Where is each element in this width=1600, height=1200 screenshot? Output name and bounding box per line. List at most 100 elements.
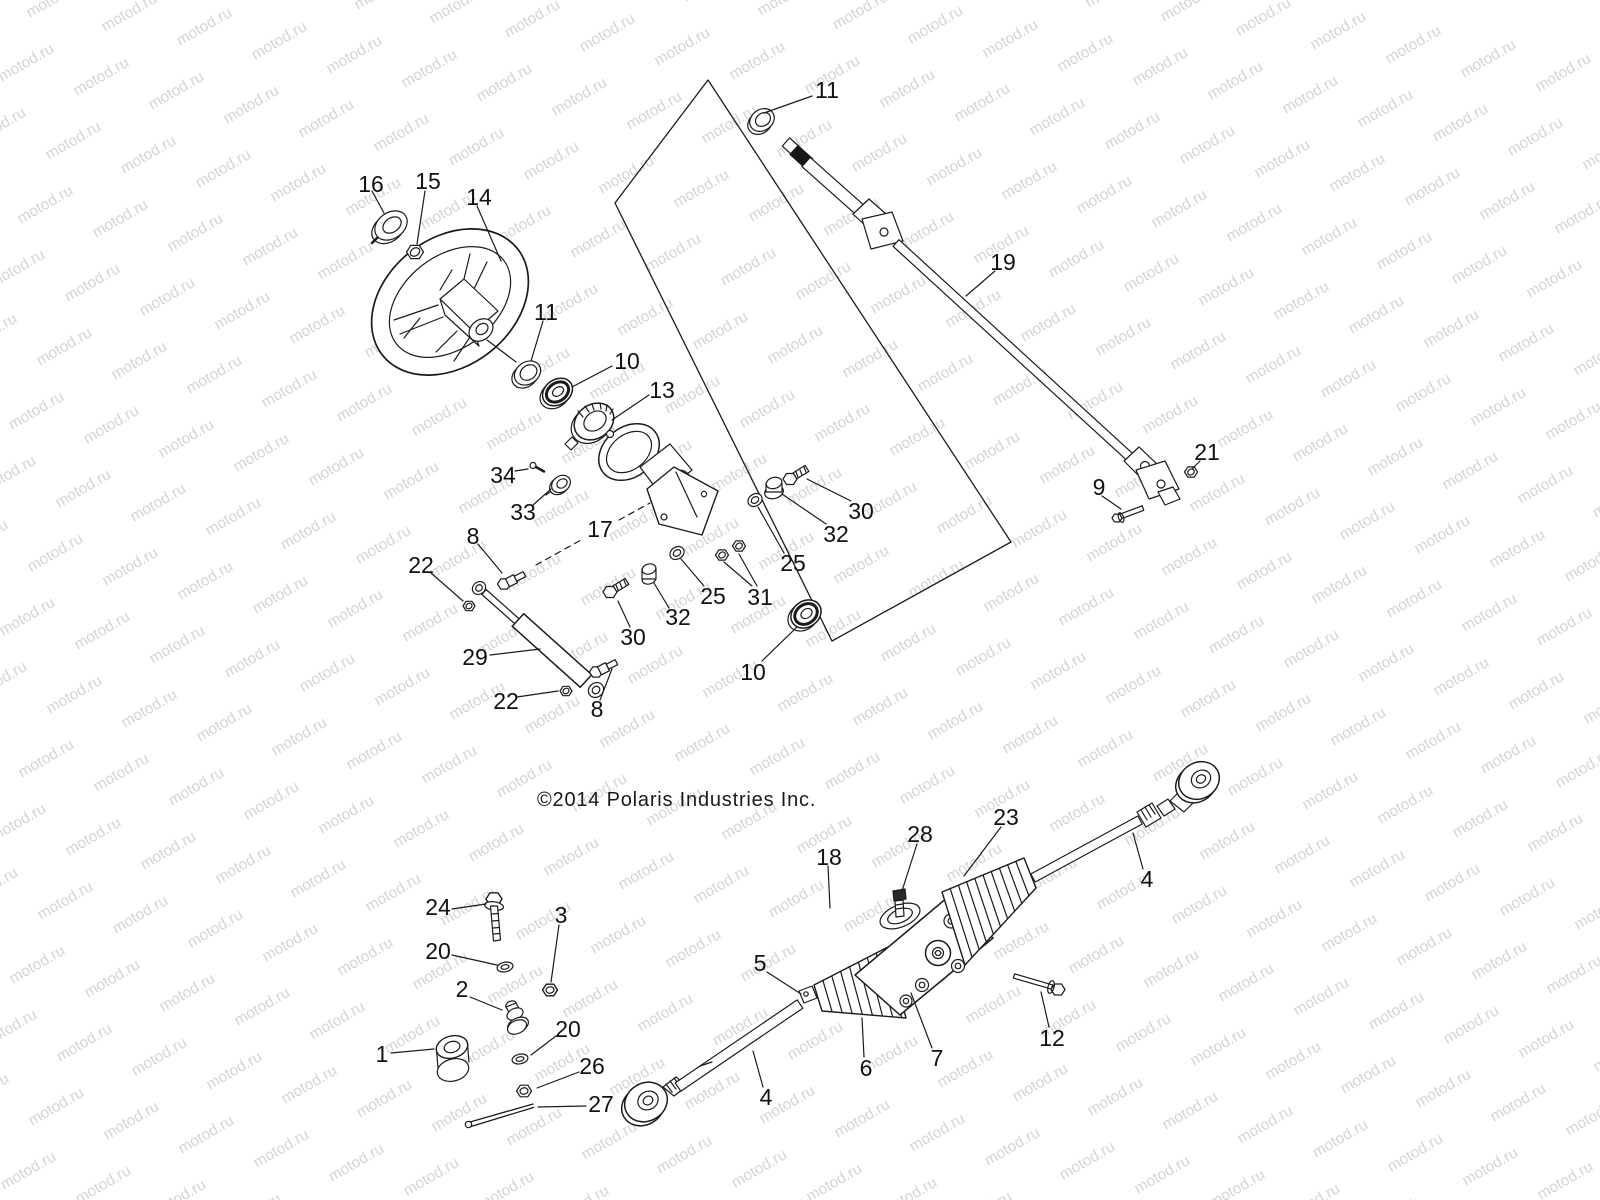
watermark-text: motod.ru (925, 698, 986, 743)
watermark-text: motod.ru (1113, 1010, 1174, 1055)
watermark-text: motod.ru (0, 0, 10, 7)
watermark-text: motod.ru (363, 870, 424, 915)
watermark-text: motod.ru (1516, 1016, 1577, 1061)
watermark-text: motod.ru (1487, 526, 1548, 571)
watermark-text: motod.ru (1422, 860, 1483, 905)
watermark-text: motod.ru (672, 720, 733, 765)
watermark-text: motod.ru (1497, 874, 1558, 919)
watermark-text: motod.ru (25, 530, 86, 575)
watermark-text: motod.ru (747, 734, 808, 779)
watermark-text: motod.ru (146, 68, 207, 113)
watermark-text: motod.ru (1224, 200, 1285, 245)
watermark-text: motod.ru (832, 1096, 893, 1141)
watermark-text: motod.ru (1066, 932, 1127, 977)
watermark-text: motod.ru (934, 492, 995, 537)
part-label-16: 16 (358, 171, 384, 197)
watermark-text: motod.ru (15, 182, 76, 227)
washer-20-lower (511, 1053, 529, 1065)
watermark-text: motod.ru (119, 686, 180, 731)
watermark-text: motod.ru (81, 402, 142, 447)
leader-lines (371, 95, 1201, 1108)
watermark-text: motod.ru (260, 920, 321, 965)
watermark-text: motod.ru (1430, 100, 1491, 145)
watermark-text: motod.ru (868, 272, 929, 317)
part-label-22: 22 (493, 688, 519, 714)
reference-box (614, 79, 1012, 642)
watermark-text: motod.ru (615, 294, 676, 339)
watermark-text: motod.ru (1460, 1144, 1521, 1189)
watermark-text: motod.ru (203, 494, 264, 539)
watermark-text: motod.ru (316, 792, 377, 837)
watermark-text: motod.ru (221, 82, 282, 127)
bearing-10-upper (539, 377, 574, 410)
part-label-4: 4 (1141, 866, 1154, 892)
watermark-text: motod.ru (1158, 0, 1219, 25)
watermark-text: motod.ru (1093, 314, 1154, 359)
watermark-text: motod.ru (240, 224, 301, 269)
watermark-text: motod.ru (381, 458, 442, 503)
watermark-text: motod.ru (541, 834, 602, 879)
watermark-text: motod.ru (1525, 810, 1586, 855)
tie-rod-end-left (620, 1076, 688, 1127)
watermark-text: motod.ru (1505, 114, 1566, 159)
watermark-text: motod.ru (176, 1112, 237, 1157)
watermark-text: motod.ru (288, 856, 349, 901)
nut-22-upper (462, 600, 476, 612)
watermark-text: motod.ru (1403, 718, 1464, 763)
nut-3 (541, 983, 559, 997)
nut-21 (1183, 466, 1199, 478)
watermark-text: motod.ru (1440, 448, 1501, 493)
part-label-19: 19 (990, 249, 1016, 275)
watermark-text: motod.ru (400, 600, 461, 645)
part-label-25: 25 (700, 583, 726, 609)
watermark-text: motod.ru (738, 940, 799, 985)
watermark-text: motod.ru (0, 246, 48, 291)
watermark-text: motod.ru (1431, 654, 1492, 699)
watermark-text: motod.ru (793, 258, 854, 303)
part-label-25: 25 (780, 550, 806, 576)
watermark-text: motod.ru (1206, 612, 1267, 657)
watermark-text: motod.ru (73, 1162, 134, 1200)
watermark-text: motod.ru (1402, 164, 1463, 209)
watermark-text: motod.ru (0, 658, 30, 703)
watermark-text: motod.ru (315, 238, 376, 283)
watermark-text: motod.ru (1300, 768, 1361, 813)
watermark-text: motod.ru (877, 66, 938, 111)
watermark-text: motod.ru (1291, 974, 1352, 1019)
watermark-text: motod.ru (652, 24, 713, 69)
watermark-text: motod.ru (71, 54, 132, 99)
watermark-text: motod.ru (1102, 108, 1163, 153)
watermark-text: motod.ru (766, 876, 827, 921)
watermark-text: motod.ru (82, 956, 143, 1001)
watermark-text: motod.ru (1394, 924, 1455, 969)
watermark-text: motod.ru (147, 622, 208, 667)
watermark-text: motod.ru (16, 736, 77, 781)
watermark-text: motod.ru (1383, 22, 1444, 67)
watermark-text: motod.ru (915, 350, 976, 395)
watermark-text: motod.ru (137, 274, 198, 319)
part-label-15: 15 (415, 168, 441, 194)
watermark-text: motod.ru (1074, 172, 1135, 217)
watermark-text: motod.ru (0, 516, 11, 561)
part-label-7: 7 (931, 1045, 944, 1071)
watermark-text: motod.ru (156, 416, 217, 461)
watermark-text: motod.ru (746, 180, 807, 225)
watermark-text: motod.ru (391, 806, 452, 851)
part-label-8: 8 (467, 523, 480, 549)
watermark-text: motod.ru (1253, 690, 1314, 735)
part-label-17: 17 (587, 516, 613, 542)
watermark-text: motod.ru (1563, 1094, 1600, 1139)
watermark-text: motod.ru (1178, 676, 1239, 721)
watermark-text: motod.ru (588, 912, 649, 957)
watermark-text: motod.ru (1441, 1002, 1502, 1047)
watermark-text: motod.ru (287, 302, 348, 347)
watermark-text: motod.ru (1263, 1038, 1324, 1083)
watermark-text: motod.ru (324, 32, 385, 77)
watermark-text: motod.ru (371, 110, 432, 155)
watermark-text: motod.ru (1075, 726, 1136, 771)
watermark-text: motod.ru (129, 1034, 190, 1079)
watermark-text: motod.ru (982, 1124, 1043, 1169)
watermark-text: motod.ru (1103, 662, 1164, 707)
watermark-text: motod.ru (249, 18, 310, 63)
watermark-text: motod.ru (335, 934, 396, 979)
